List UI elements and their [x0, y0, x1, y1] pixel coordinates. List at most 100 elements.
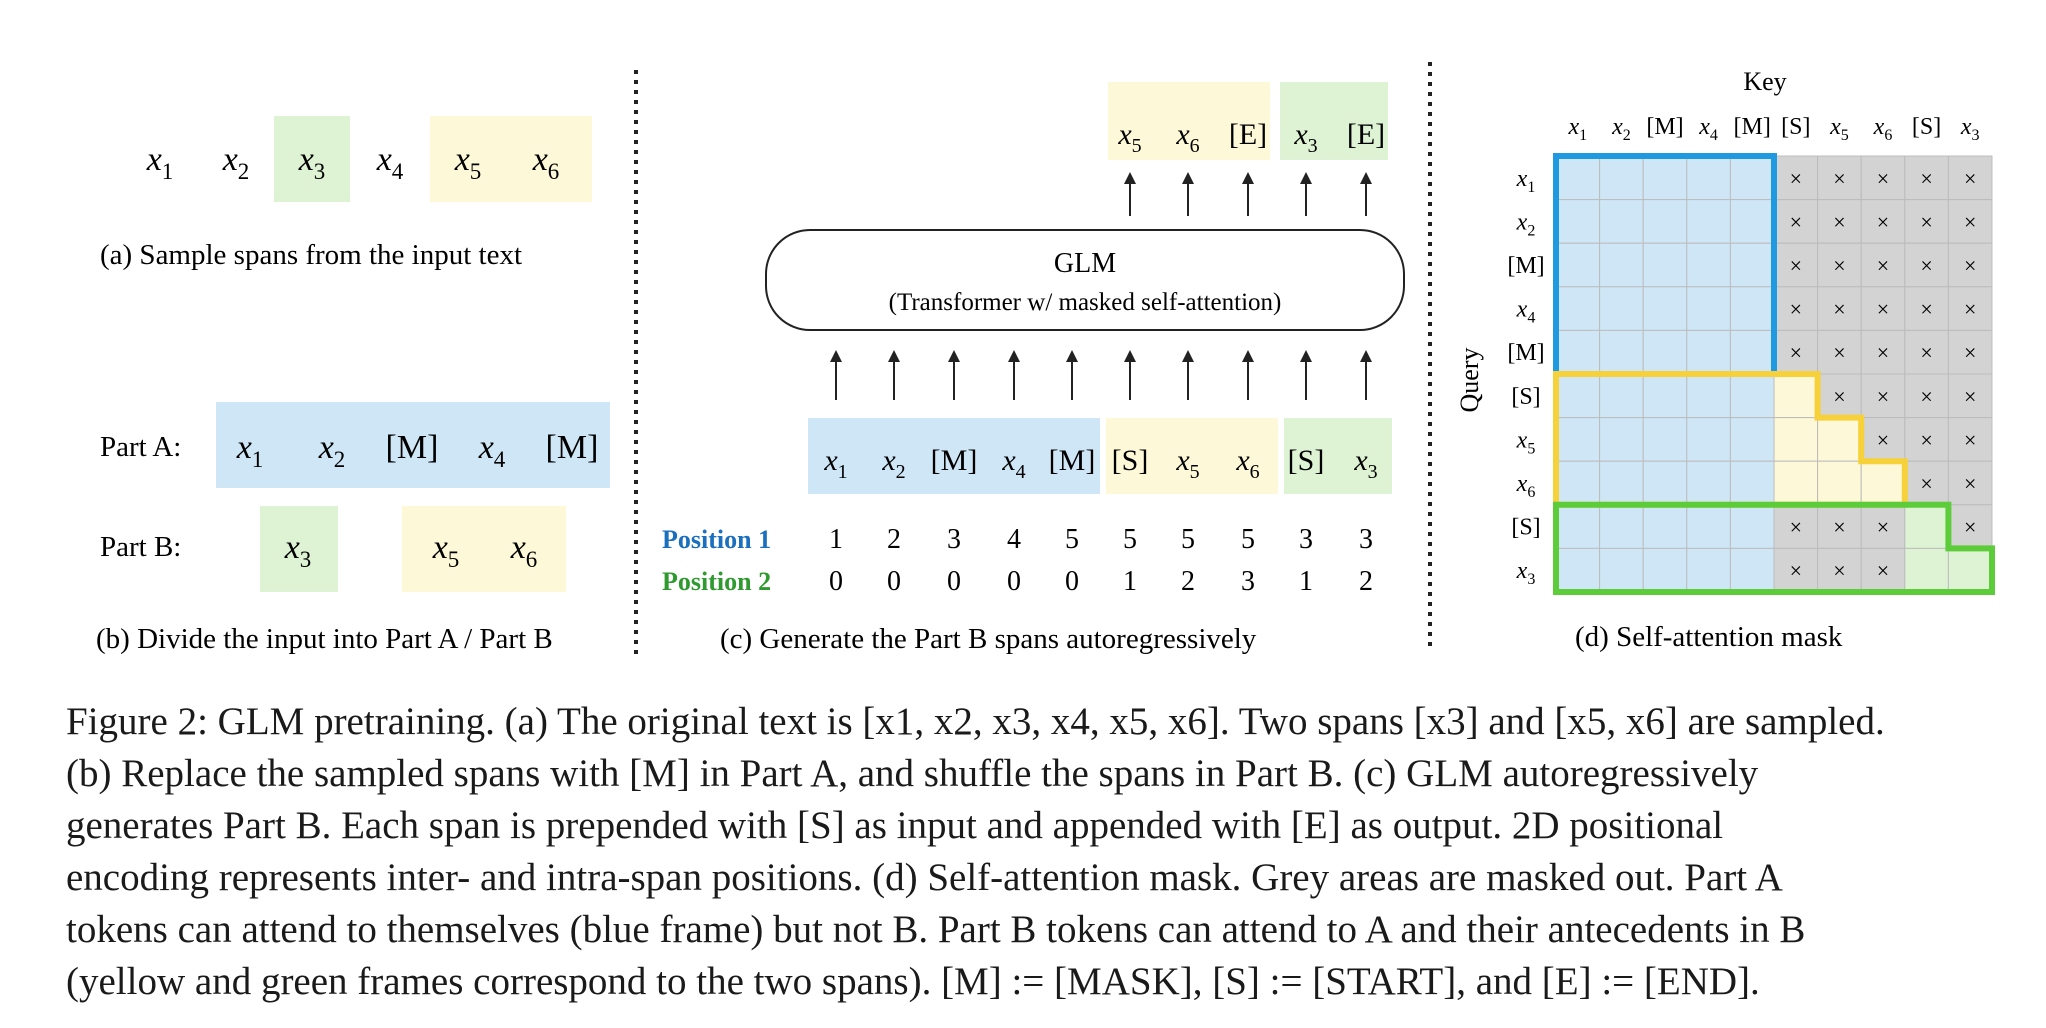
part-a-token: [M]	[546, 429, 599, 466]
key-token: x5	[1829, 114, 1849, 144]
output-span2-box	[1280, 82, 1388, 160]
mask-x-mark: ×	[1964, 166, 1976, 191]
mask-x-mark: ×	[1833, 515, 1845, 540]
mask-cell	[1555, 373, 1601, 419]
mask-cell	[1773, 460, 1819, 506]
mask-cell	[1686, 504, 1731, 549]
input-arrow	[948, 350, 960, 400]
key-token: [M]	[1734, 114, 1771, 140]
mask-cell	[1904, 286, 1949, 331]
position1-label: Position 1	[662, 525, 771, 554]
panel-a-token: x1	[146, 141, 174, 184]
query-token: x4	[1516, 297, 1536, 327]
part-b-span1-box	[260, 506, 338, 592]
input-token: x1	[823, 444, 847, 483]
query-token: x6	[1516, 471, 1536, 501]
output-span1-box	[1108, 82, 1270, 160]
position2-value: 0	[1065, 566, 1079, 597]
position2-value: 3	[1241, 566, 1255, 597]
input-token: x5	[1175, 444, 1199, 483]
mask-cell	[1729, 329, 1775, 375]
mask-x-mark: ×	[1964, 253, 1976, 278]
mask-x-mark: ×	[1920, 340, 1932, 365]
mask-x-mark: ×	[1877, 384, 1889, 409]
input-arrow	[1066, 350, 1078, 400]
mask-cell	[1860, 242, 1906, 288]
mask-x-mark: ×	[1877, 166, 1889, 191]
mask-x-mark: ×	[1920, 297, 1932, 322]
query-token: [M]	[1507, 253, 1544, 279]
output-arrow	[1300, 172, 1312, 216]
mask-x-mark: ×	[1920, 253, 1932, 278]
mask-cell	[1904, 329, 1949, 375]
mask-x-mark: ×	[1833, 558, 1845, 583]
query-token: x3	[1516, 558, 1536, 588]
mask-cell	[1642, 504, 1688, 549]
mask-x-mark: ×	[1877, 515, 1889, 540]
mask-cell	[1817, 329, 1862, 375]
mask-cell	[1860, 199, 1906, 244]
input-token: x2	[881, 444, 905, 483]
input-arrow	[830, 350, 842, 400]
panel-a-token: x4	[376, 141, 404, 184]
panel-d-caption: (d) Self-attention mask	[1575, 621, 1843, 653]
mask-x-mark: ×	[1833, 340, 1845, 365]
mask-cell	[1686, 286, 1731, 331]
mask-x-mark: ×	[1790, 515, 1802, 540]
panel-b-caption: (b) Divide the input into Part A / Part …	[96, 623, 553, 655]
mask-x-mark: ×	[1877, 253, 1889, 278]
panel-d: ××××××××××××××××××××××××××××××××××××××××…	[1507, 114, 1995, 595]
position1-value: 5	[1181, 524, 1195, 555]
input-span2-box	[1284, 418, 1392, 494]
mask-cell	[1729, 373, 1775, 419]
mask-cell	[1599, 199, 1644, 244]
output-arrow	[1360, 172, 1372, 216]
input-span1-box	[1106, 418, 1278, 494]
caption-line-4: encoding represents inter- and intra-spa…	[66, 856, 1783, 899]
mask-x-mark: ×	[1920, 427, 1932, 452]
output-token: [E]	[1347, 118, 1385, 151]
mask-x-mark: ×	[1920, 384, 1932, 409]
position2-value: 2	[1181, 566, 1195, 597]
mask-cell	[1642, 286, 1688, 331]
mask-x-mark: ×	[1920, 209, 1932, 234]
mask-cell	[1947, 155, 1993, 201]
mask-cell	[1599, 373, 1644, 419]
position1-value: 4	[1007, 524, 1021, 555]
key-token: x6	[1873, 114, 1893, 144]
mask-cell	[1904, 373, 1949, 419]
mask-x-mark: ×	[1964, 471, 1976, 496]
mask-cell	[1860, 373, 1906, 419]
mask-cell	[1773, 373, 1819, 419]
mask-cell	[1599, 329, 1644, 375]
output-token: x5	[1117, 118, 1141, 157]
mask-cell	[1817, 460, 1862, 506]
mask-cell	[1642, 155, 1688, 201]
mask-cell	[1729, 199, 1775, 244]
mask-cell	[1686, 242, 1731, 288]
mask-cell	[1555, 199, 1601, 244]
mask-cell	[1555, 460, 1601, 506]
mask-x-mark: ×	[1833, 209, 1845, 234]
panel-c-caption: (c) Generate the Part B spans autoregres…	[720, 623, 1257, 655]
mask-x-mark: ×	[1877, 427, 1889, 452]
mask-cell	[1947, 547, 1993, 593]
panel-a-token: x2	[222, 141, 250, 184]
mask-x-mark: ×	[1964, 427, 1976, 452]
mask-cell	[1642, 417, 1688, 462]
mask-x-mark: ×	[1790, 558, 1802, 583]
position1-value: 3	[1299, 524, 1313, 555]
mask-cell	[1729, 547, 1775, 593]
mask-x-mark: ×	[1790, 340, 1802, 365]
mask-x-mark: ×	[1833, 253, 1845, 278]
caption-line-1: Figure 2: GLM pretraining. (a) The origi…	[66, 700, 1885, 743]
mask-x-mark: ×	[1920, 471, 1932, 496]
mask-cell	[1947, 504, 1993, 549]
mask-cell	[1555, 504, 1601, 549]
mask-cell	[1642, 373, 1688, 419]
output-arrow	[1242, 172, 1254, 216]
key-token: x2	[1611, 114, 1631, 144]
mask-cell	[1555, 417, 1601, 462]
mask-x-mark: ×	[1833, 297, 1845, 322]
